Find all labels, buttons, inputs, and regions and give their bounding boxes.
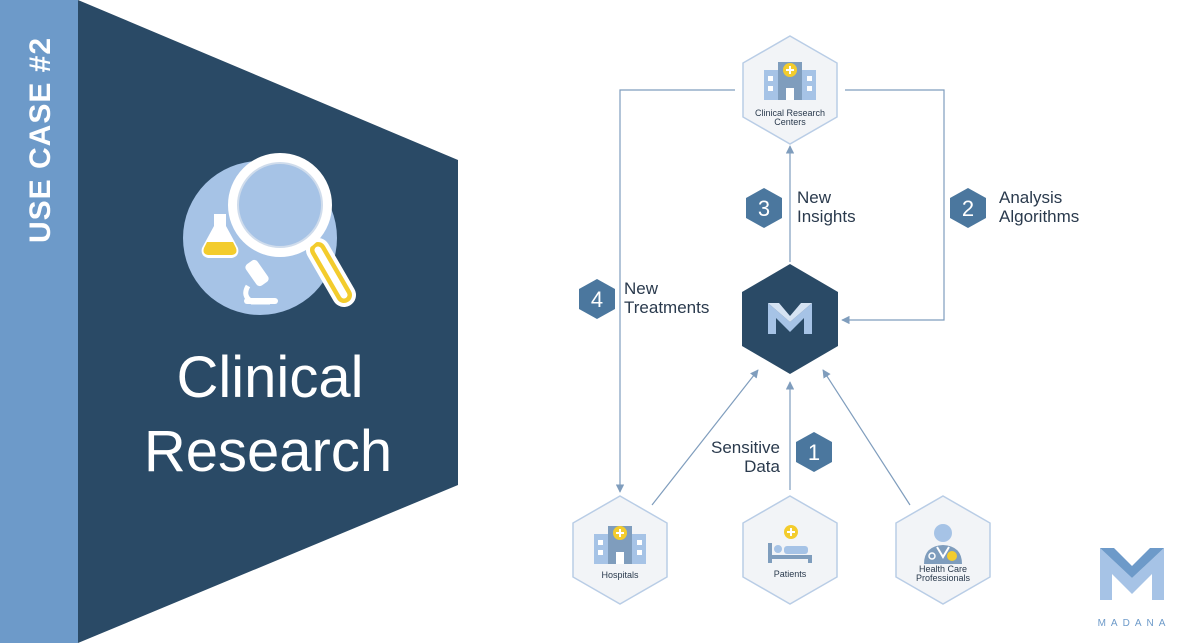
- magnifier-icon: [228, 153, 356, 307]
- arrow-hospitals-data: [651, 369, 759, 506]
- node-clinical-research-centers: Clinical Research Centers: [742, 35, 838, 145]
- madana-brand: MADANA: [1098, 548, 1171, 629]
- step-label-line-1: Sensitive: [711, 438, 780, 457]
- step-badge-1: 1 Sensitive Data: [711, 432, 832, 476]
- step-label-line-2: Data: [744, 457, 780, 476]
- patient-bed-icon: [768, 525, 812, 563]
- step-label-line-1: New: [624, 279, 659, 298]
- step-label-line-2: Insights: [797, 207, 856, 226]
- node-label-line-2: Centers: [774, 117, 806, 127]
- node-label-line-1: Health Care: [919, 564, 967, 574]
- microscope-icon: [243, 259, 278, 305]
- step-badge-2: 2 Analysis Algorithms: [950, 188, 1079, 228]
- hospital-icon: [594, 526, 646, 564]
- node-label: Hospitals: [601, 570, 639, 580]
- step-label-line-1: Analysis: [999, 188, 1062, 207]
- step-number: 1: [808, 440, 820, 465]
- node-label-line-2: Professionals: [916, 573, 971, 583]
- node-label-line-1: Clinical Research: [755, 108, 825, 118]
- sidebar-strip: [0, 0, 78, 643]
- node-hospitals: Hospitals: [572, 495, 668, 605]
- step-number: 2: [962, 196, 974, 221]
- title-line-2: Research: [144, 419, 392, 484]
- step-badge-3: 3 New Insights: [746, 188, 856, 228]
- step-label-line-2: Algorithms: [999, 207, 1079, 226]
- use-case-label: USE CASE #2: [24, 37, 57, 243]
- connectors: [615, 89, 945, 506]
- hospital-icon: [764, 62, 816, 100]
- node-health-care-professionals: Health Care Professionals: [895, 495, 991, 605]
- node-label: Patients: [774, 569, 807, 579]
- step-number: 3: [758, 196, 770, 221]
- step-label-line-1: New: [797, 188, 832, 207]
- step-number: 4: [591, 287, 603, 312]
- madana-logo-icon: [768, 303, 812, 334]
- arrow-professionals-data: [822, 369, 911, 506]
- node-patients: Patients: [742, 495, 838, 605]
- title-banner: [78, 0, 458, 643]
- step-label-line-2: Treatments: [624, 298, 709, 317]
- research-illustration: [183, 153, 356, 315]
- madana-logo-icon: [1100, 548, 1164, 600]
- brand-name: MADANA: [1098, 618, 1171, 629]
- arrow-algorithms: [841, 89, 945, 325]
- flask-icon: [201, 214, 239, 258]
- doctor-icon: [924, 524, 962, 564]
- node-madana-core: [742, 264, 838, 374]
- arrow-treatments: [615, 89, 735, 493]
- title-line-1: Clinical: [177, 345, 364, 410]
- step-badge-4: 4 New Treatments: [579, 279, 709, 319]
